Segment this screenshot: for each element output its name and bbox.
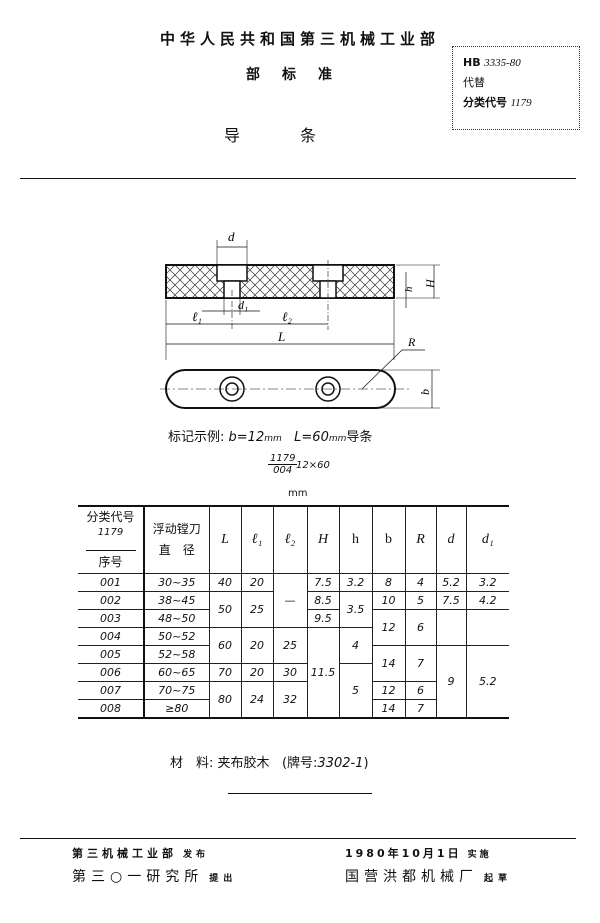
svg-text:d: d xyxy=(228,229,235,244)
footer-effective-date: 1980年10月1日实施 xyxy=(345,847,492,860)
svg-text:R: R xyxy=(407,335,416,349)
footer-divider xyxy=(20,838,576,839)
footer-drafter: 国营洪都机械厂起草 xyxy=(345,869,513,885)
document-title: 导条 xyxy=(223,126,376,145)
svg-text:ℓ₂: ℓ₂ xyxy=(282,309,292,324)
table-units: mm xyxy=(288,488,308,499)
header-d: d xyxy=(435,505,467,574)
header-H: H xyxy=(306,505,340,574)
material-label: 材 料: xyxy=(170,756,214,771)
material-grade-close: ) xyxy=(363,756,369,771)
table-row: 003 48~50 9.5 12 6 xyxy=(78,609,509,646)
marking-suffix: 导条 xyxy=(346,430,373,445)
table-header-row: 分类代号 1179 序号 浮动镗刀 直 径 L ℓ₁ ℓ₂ H h b R d … xyxy=(78,505,509,574)
svg-text:b: b xyxy=(418,389,432,395)
svg-text:L: L xyxy=(277,329,285,344)
marking-example: 标记示例: b=12mm L=60mm导条 xyxy=(168,426,372,445)
section-view: d d₁ ℓ₁ ℓ₂ L h H xyxy=(165,229,440,360)
ministry-title: 中华人民共和国第三机械工业部 xyxy=(159,30,440,48)
material-note: 材 料: 夹布胶木 (牌号:3302-1) xyxy=(170,752,369,771)
header-L: L xyxy=(208,505,242,574)
header-divider xyxy=(20,178,576,179)
material-value: 夹布胶木 xyxy=(217,756,270,771)
end-rule xyxy=(228,793,372,794)
fraction-denominator: 004 xyxy=(273,465,293,476)
header-b: b xyxy=(371,505,406,574)
classification-label: 分类代号 xyxy=(463,96,507,109)
standard-prefix: HB xyxy=(463,56,481,69)
table-row: 007 70~75 80 24 32 12 6 xyxy=(78,681,509,719)
header-l1: ℓ₁ xyxy=(240,505,274,574)
classification-code: 1179 xyxy=(510,97,532,109)
table-row: 008 ≥80 14 7 xyxy=(78,699,509,719)
table-row: 004 50~52 60 20 25 11.5 4 xyxy=(78,627,509,719)
header-code: 分类代号 1179 序号 xyxy=(78,505,145,574)
svg-text:h: h xyxy=(403,286,415,292)
marking-b-unit: mm xyxy=(264,434,282,444)
material-grade-label: (牌号: xyxy=(281,756,318,771)
fraction-numerator: 1179 xyxy=(268,453,298,465)
marking-example-label: 标记示例: xyxy=(168,430,225,445)
marking-L-unit: mm xyxy=(328,434,347,444)
footer-proposer: 第三○一研究所提出 xyxy=(72,869,238,885)
dimension-table: 分类代号 1179 序号 浮动镗刀 直 径 L ℓ₁ ℓ₂ H h b R d … xyxy=(78,505,509,719)
header-h: h xyxy=(338,505,373,574)
standard-code-box: HB 3335-80 代替 分类代号 1179 xyxy=(452,46,580,130)
svg-text:H: H xyxy=(423,278,437,289)
table-row: 005 52~58 14 7 9 5.2 xyxy=(78,645,509,719)
guide-bar-drawing: d d₁ ℓ₁ ℓ₂ L h H R xyxy=(160,229,440,409)
header-diameter: 浮动镗刀 直 径 xyxy=(143,505,210,574)
svg-text:ℓ₁: ℓ₁ xyxy=(192,309,202,324)
table-row: 001 30~35 40 20 — 7.5 3.2 8 4 5.2 3.2 xyxy=(78,573,509,628)
standard-number: 3335-80 xyxy=(484,57,521,69)
svg-text:d₁: d₁ xyxy=(238,298,248,312)
replaces-label: 代替 xyxy=(463,76,485,89)
table-row: 006 60~65 70 20 30 5 xyxy=(78,663,509,719)
plan-view: R b xyxy=(160,335,440,409)
marking-fraction: 1179 004 xyxy=(268,453,298,476)
marking-b-value: b=12 xyxy=(228,430,265,445)
header-d1: d₁ xyxy=(465,505,509,574)
table-row: 002 38~45 50 25 8.5 3.5 10 5 7.5 4.2 xyxy=(78,591,509,628)
footer-issuer: 第三机械工业部发布 xyxy=(72,847,210,860)
marking-L-value: L=60 xyxy=(294,430,329,445)
header-l2: ℓ₂ xyxy=(272,505,308,574)
material-grade-value: 3302-1 xyxy=(317,756,364,771)
standard-type: 部标准 xyxy=(246,67,354,83)
fraction-suffix: 12×60 xyxy=(296,460,330,471)
header-R: R xyxy=(404,505,437,574)
